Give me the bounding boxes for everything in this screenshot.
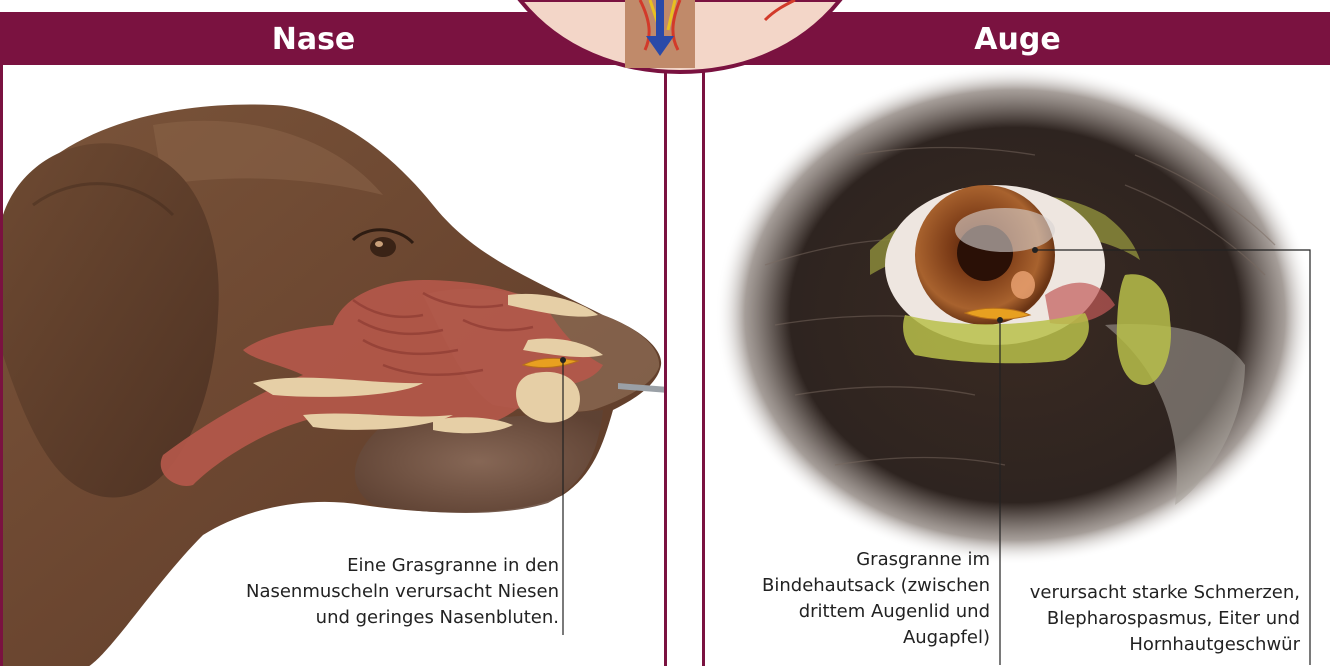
eye-panel-title: Auge: [974, 22, 1060, 57]
eye-caption-right: verursacht starke Schmerzen, Blepharospa…: [1005, 580, 1300, 658]
eye-caption-left-line: Grasgranne im: [715, 547, 990, 573]
eye-caption-left-line: drittem Augenlid und: [715, 599, 990, 625]
top-center-badge: [500, 0, 860, 80]
eye-caption-left-line: Bindehautsack (zwischen: [715, 573, 990, 599]
eye-caption-left: Grasgranne im Bindehautsack (zwischen dr…: [715, 547, 990, 651]
corneal-ulcer: [1011, 271, 1035, 299]
eye-panel: Auge: [702, 12, 1330, 666]
nose-caption-line: und geringes Nasenbluten.: [199, 605, 559, 631]
eye-caption-right-line: Hornhautgeschwür: [1005, 632, 1300, 658]
arrow-down-icon: [656, 0, 664, 40]
eye-caption-right-line: Blepharospasmus, Eiter und: [1005, 606, 1300, 632]
nose-caption-line: Nasenmuscheln verursacht Niesen: [199, 579, 559, 605]
nose-caption-line: Eine Grasgranne in den: [199, 553, 559, 579]
nose-panel: Nase: [0, 12, 667, 666]
corneal-opacity: [955, 208, 1055, 252]
dog-eye: [370, 237, 396, 257]
nose-caption: Eine Grasgranne in den Nasenmuscheln ver…: [199, 553, 559, 631]
eye-caption-right-line: verursacht starke Schmerzen,: [1005, 580, 1300, 606]
nose-panel-title: Nase: [272, 22, 396, 57]
eye-caption-left-line: Augapfel): [715, 625, 990, 651]
